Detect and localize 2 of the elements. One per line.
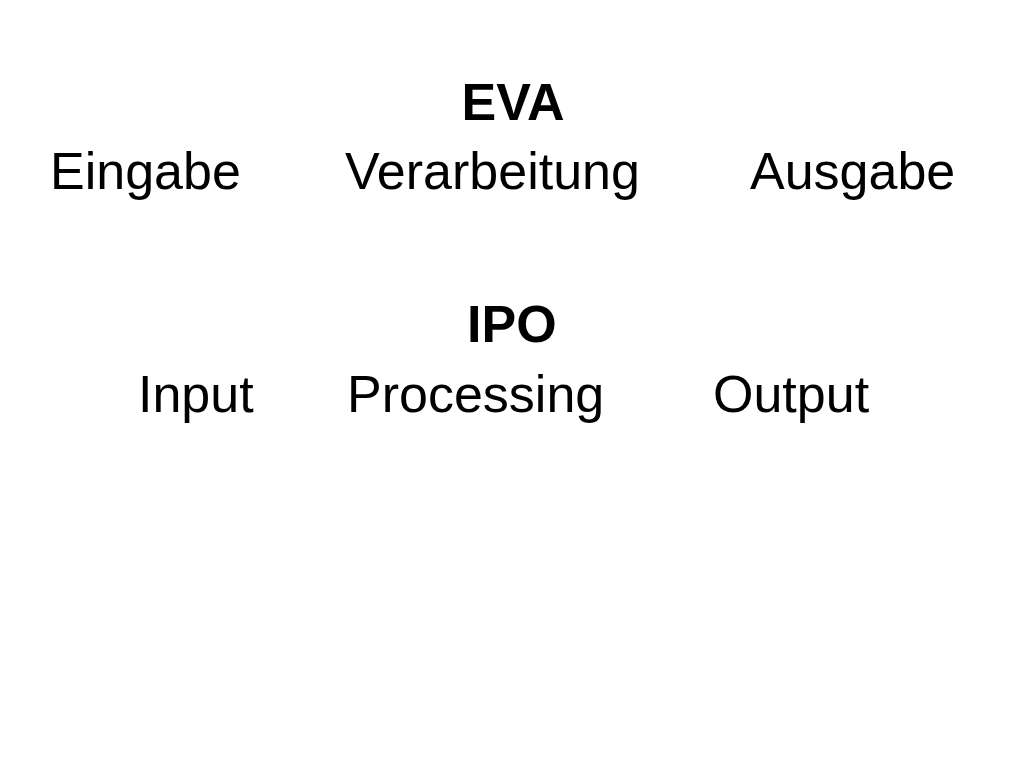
- section-heading: IPO: [467, 298, 557, 350]
- section-heading: EVA: [461, 76, 565, 128]
